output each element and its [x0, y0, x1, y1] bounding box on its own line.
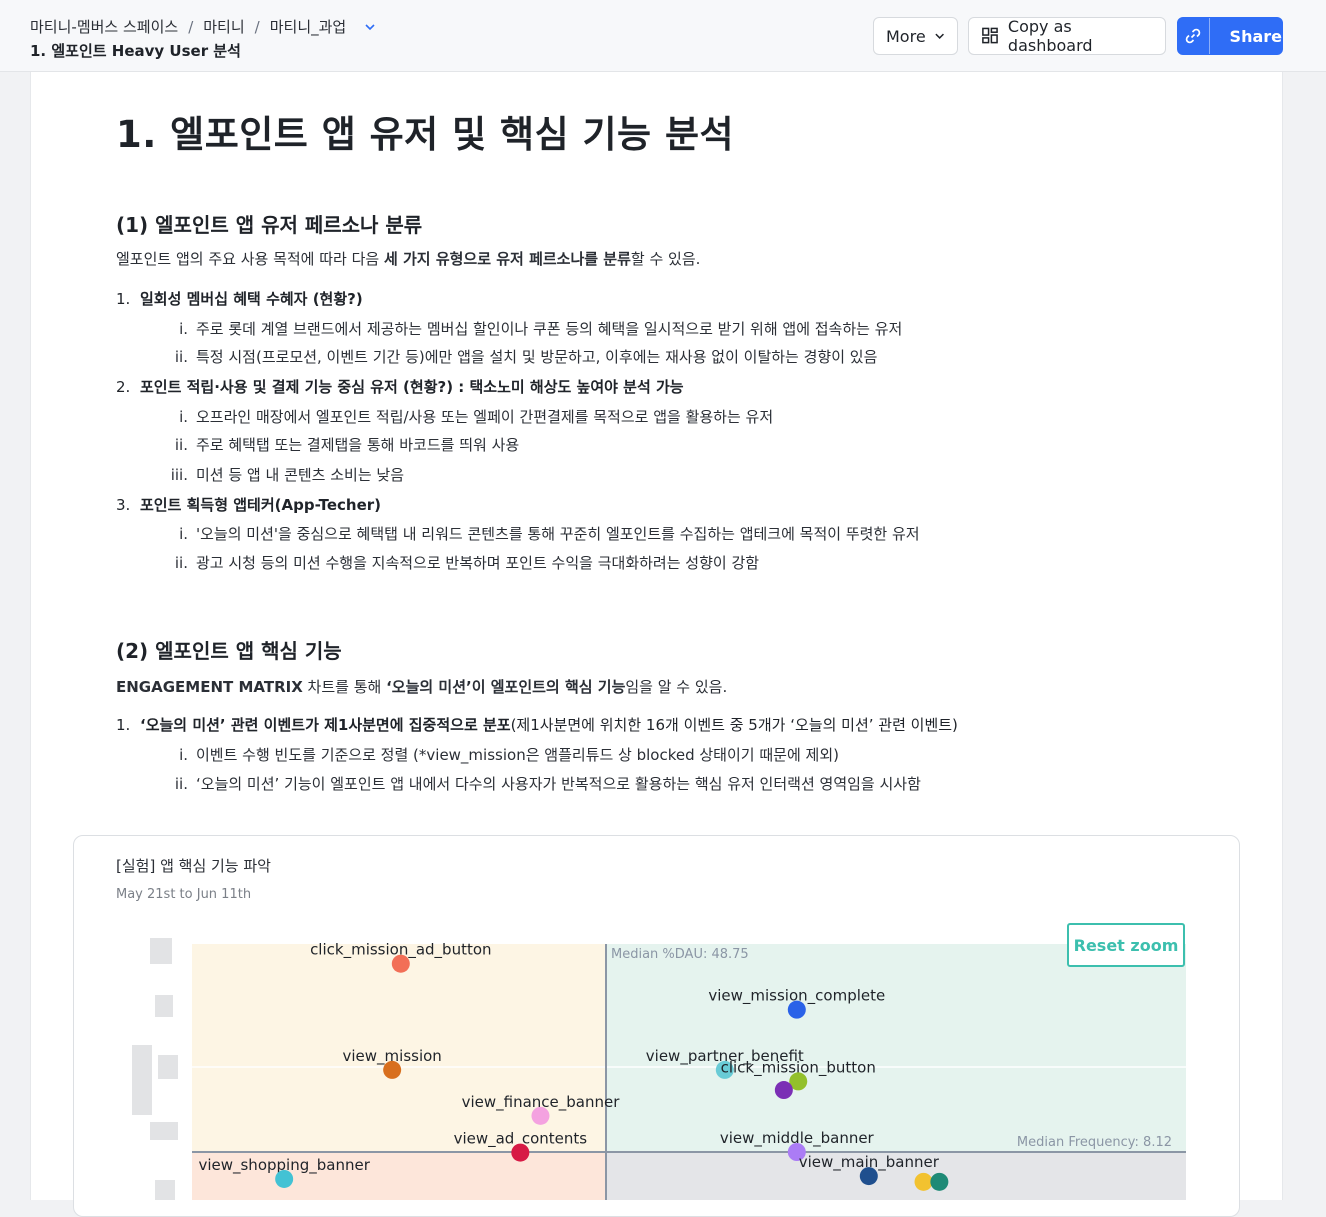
- point-label: view_mission: [343, 1047, 442, 1066]
- share-label: Share: [1229, 26, 1282, 46]
- breadcrumb-item-folder[interactable]: 마티니_과업: [269, 18, 347, 36]
- page-subtitle: 1. 엘포인트 Heavy User 분석: [30, 42, 241, 60]
- section-heading-personas: (1) 엘포인트 앱 유저 페르소나 분류: [116, 213, 423, 237]
- chart-date-range: May 21st to Jun 11th: [116, 887, 252, 902]
- section-intro-core-features: ENGAGEMENT MATRIX 차트를 통해 ‘오늘의 미션’이 엘포인트의…: [116, 678, 728, 696]
- share-button[interactable]: Share: [1177, 17, 1283, 55]
- breadcrumb-separator: /: [188, 17, 194, 36]
- data-point[interactable]: [715, 1060, 734, 1079]
- data-point[interactable]: [774, 1081, 793, 1100]
- data-point[interactable]: [787, 1000, 806, 1019]
- y-axis-label-redacted: [158, 1055, 178, 1079]
- more-label: More: [886, 26, 926, 46]
- list-item: 3.포인트 획득형 앱테커(App-Techer): [116, 496, 382, 514]
- point-label: view_shopping_banner: [198, 1156, 370, 1175]
- copy-as-dashboard-button[interactable]: Copy as dashboard: [968, 17, 1166, 55]
- list-subitem: i.주로 롯데 계열 브랜드에서 제공하는 멤버십 할인이나 쿠폰 등의 혜택을…: [179, 320, 903, 338]
- list-subitem: ii.광고 시청 등의 미션 수행을 지속적으로 반복하며 포인트 수익을 극대…: [174, 554, 760, 572]
- data-point[interactable]: [789, 1072, 808, 1091]
- list-subitem: iii.미션 등 앱 내 콘텐츠 소비는 낮음: [170, 466, 405, 484]
- y-axis-label-redacted: [132, 1045, 152, 1115]
- data-point[interactable]: [275, 1169, 294, 1188]
- y-axis-label-redacted: [155, 995, 173, 1017]
- chevron-down-icon: [935, 33, 944, 39]
- link-icon[interactable]: [1178, 18, 1210, 54]
- point-label: view_finance_banner: [462, 1093, 621, 1112]
- list-subitem: i.'오늘의 미션'을 중심으로 혜택탭 내 리워드 콘텐츠를 통해 꾸준히 엘…: [179, 525, 920, 543]
- point-label: view_middle_banner: [720, 1129, 875, 1148]
- y-axis-label-redacted: [150, 938, 172, 964]
- data-point[interactable]: [914, 1172, 933, 1191]
- list-item: 1.일회성 멤버십 혜택 수혜자 (현황?): [116, 290, 363, 308]
- list-item: 2.포인트 적립·사용 및 결제 기능 중심 유저 (현황?) : 택소노미 해…: [116, 378, 684, 396]
- chevron-down-icon[interactable]: [364, 21, 376, 33]
- data-point[interactable]: [787, 1143, 806, 1161]
- quadrant-top-right: [606, 944, 1186, 1152]
- list-subitem: ii.주로 혜택탭 또는 결제탭을 통해 바코드를 띄워 사용: [174, 436, 520, 454]
- chart-title[interactable]: [실험] 앱 핵심 기능 파악: [116, 857, 271, 875]
- y-axis-label-redacted: [155, 1180, 175, 1200]
- top-bar: 마티니-멤버스 스페이스 / 마티니 / 마티니_과업 1. 엘포인트 Heav…: [0, 0, 1326, 72]
- data-point[interactable]: [383, 1060, 402, 1079]
- more-button[interactable]: More: [873, 17, 958, 55]
- data-point[interactable]: [391, 954, 410, 973]
- section-heading-core-features: (2) 엘포인트 앱 핵심 기능: [116, 639, 342, 663]
- list-subitem: ii.특정 시점(프로모션, 이벤트 기간 등)에만 앱을 설치 및 방문하고,…: [174, 348, 878, 366]
- data-point[interactable]: [531, 1106, 550, 1125]
- point-label: click_mission_button: [721, 1058, 876, 1077]
- breadcrumb-item-space[interactable]: 마티니-멤버스 스페이스: [30, 18, 179, 36]
- quadrant-bottom-left: [192, 1152, 606, 1200]
- list-subitem: i.오프라인 매장에서 엘포인트 적립/사용 또는 엘페이 간편결제를 목적으로…: [179, 408, 774, 426]
- reset-zoom-button[interactable]: Reset zoom: [1067, 923, 1185, 967]
- data-point[interactable]: [511, 1143, 530, 1162]
- list-item: 1.‘오늘의 미션’ 관련 이벤트가 제1사분면에 집중적으로 분포(제1사분면…: [116, 716, 958, 734]
- breadcrumb-separator: /: [254, 17, 260, 36]
- copy-as-dashboard-label: Copy as dashboard: [1007, 17, 1093, 55]
- median-dau-label: Median %DAU: 48.75: [611, 947, 749, 962]
- point-label: click_mission_ad_button: [310, 941, 491, 960]
- quadrant-bottom-right: [606, 1152, 1186, 1200]
- page-title: 1. 엘포인트 앱 유저 및 핵심 기능 분석: [116, 113, 735, 156]
- data-point[interactable]: [930, 1172, 949, 1191]
- dashboard-icon: [982, 27, 998, 44]
- list-subitem: ii.‘오늘의 미션’ 기능이 엘포인트 앱 내에서 다수의 사용자가 반복적으…: [174, 775, 921, 793]
- breadcrumb-item-project[interactable]: 마티니: [203, 18, 245, 36]
- median-frequency-label: Median Frequency: 8.12: [1017, 1135, 1172, 1150]
- point-label: view_main_banner: [799, 1153, 940, 1172]
- breadcrumb: 마티니-멤버스 스페이스 / 마티니 / 마티니_과업: [30, 16, 376, 37]
- point-label: view_mission_complete: [708, 987, 885, 1006]
- point-label: view_ad_contents: [454, 1130, 588, 1149]
- point-label: view_partner_benefit: [646, 1047, 804, 1066]
- y-axis-label-redacted: [150, 1122, 178, 1140]
- section-intro-personas: 엘포인트 앱의 주요 사용 목적에 따라 다음 세 가지 유형으로 유저 페르소…: [116, 250, 701, 268]
- data-point[interactable]: [859, 1167, 878, 1186]
- list-subitem: i.이벤트 수행 빈도를 기준으로 정렬 (*view_mission은 앰플리…: [179, 746, 839, 764]
